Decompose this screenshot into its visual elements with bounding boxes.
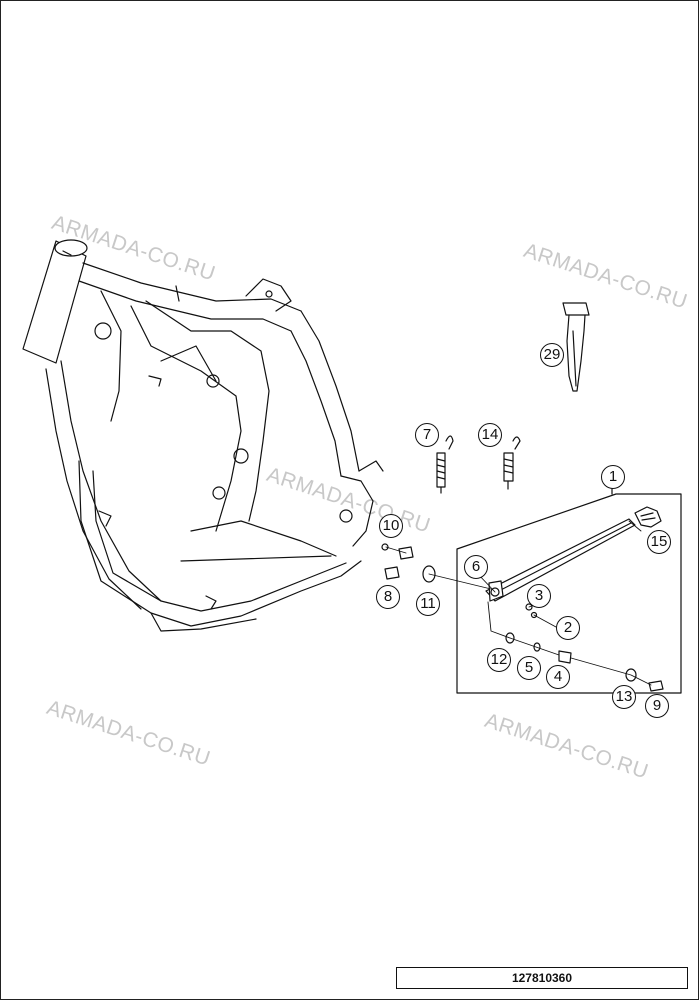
hardware-drawing (381, 543, 664, 692)
spring-14-drawing (503, 436, 521, 490)
callout-14[interactable]: 14 (478, 423, 502, 447)
callout-12[interactable]: 12 (487, 648, 511, 672)
callout-4[interactable]: 4 (546, 665, 570, 689)
callout-15[interactable]: 15 (647, 530, 671, 554)
tool-29-drawing (562, 302, 590, 392)
callout-7[interactable]: 7 (415, 423, 439, 447)
frame-drawing (22, 239, 384, 632)
callout-1[interactable]: 1 (601, 465, 625, 489)
callout-6[interactable]: 6 (464, 555, 488, 579)
callout-29[interactable]: 29 (540, 343, 564, 367)
callout-8[interactable]: 8 (376, 585, 400, 609)
callout-13[interactable]: 13 (612, 685, 636, 709)
side-stand-drawing (485, 506, 662, 602)
callout-10[interactable]: 10 (379, 514, 403, 538)
callout-2[interactable]: 2 (556, 616, 580, 640)
callout-11[interactable]: 11 (416, 592, 440, 616)
drawing-number: 127810360 (396, 967, 688, 989)
spring-7-drawing (436, 435, 454, 494)
callout-9[interactable]: 9 (645, 694, 669, 718)
assembly-outline (456, 493, 682, 694)
callout-5[interactable]: 5 (517, 656, 541, 680)
callout-3[interactable]: 3 (527, 584, 551, 608)
